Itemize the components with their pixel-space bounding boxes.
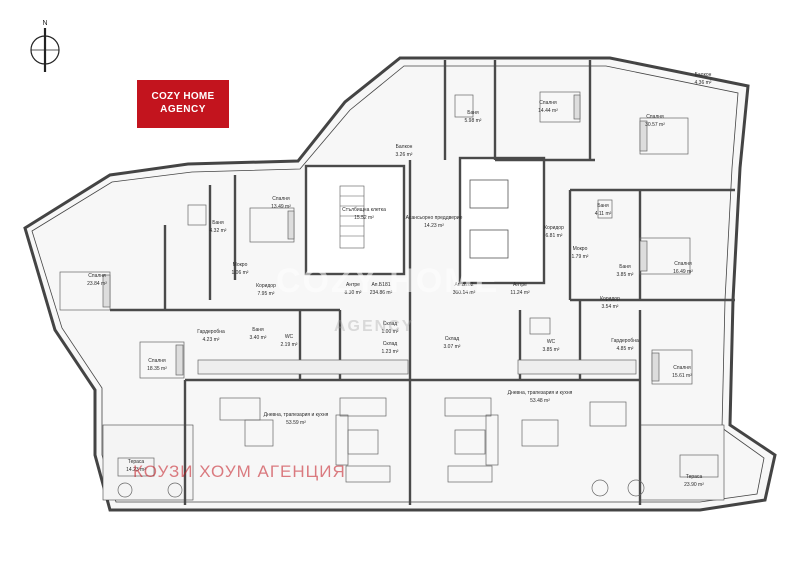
room-15-area: 23.84 m²: [87, 281, 107, 287]
room-24-area: 2.19 m²: [281, 342, 298, 348]
building-outline: [23, 56, 777, 512]
room-25-name: Склад: [383, 321, 398, 327]
logo-line-2: AGENCY: [160, 104, 206, 115]
room-28-area: 3.85 m²: [543, 347, 560, 353]
room-11-area: 1.06 m²: [232, 270, 249, 276]
room-7-area: 14.23 m²: [424, 223, 444, 229]
room-0-area: 4.36 m²: [695, 80, 712, 86]
room-35-area: 23.90 m²: [684, 482, 704, 488]
room-29-name: Гардеробна: [611, 338, 639, 344]
room-31-name: Спалня: [673, 365, 691, 371]
room-12-name: Мокро: [573, 246, 588, 252]
compass-north-label: N: [42, 20, 47, 27]
watermark-cyrillic: КОУЗИ ХОУМ АГЕНЦИЯ: [133, 462, 346, 481]
room-20-area: 11.24 m²: [510, 290, 530, 296]
elevators: [469, 179, 509, 259]
room-18-name: Ап.Б181: [371, 282, 390, 288]
room-33-area: 53.48 m²: [530, 398, 550, 404]
room-19-name: Ап.Б182: [454, 282, 473, 288]
room-11-name: Мокро: [233, 262, 248, 268]
room-30-area: 18.35 m²: [147, 366, 167, 372]
room-27-area: 3.07 m²: [444, 344, 461, 350]
room-26-area: 1.23 m²: [382, 349, 399, 355]
room-9-name: Баня: [597, 203, 609, 209]
room-1-name: Спалня: [539, 100, 557, 106]
room-2-name: Баня: [467, 110, 479, 116]
watermark-latin: COZY HOME: [276, 262, 500, 300]
room-2-area: 5.98 m²: [465, 118, 482, 124]
room-14-name: Спалня: [674, 261, 692, 267]
room-7-name: Асансьорно преддверие: [406, 215, 463, 221]
room-13-area: 3.85 m²: [617, 272, 634, 278]
room-29-area: 4.85 m²: [617, 346, 634, 352]
room-3-area: 30.57 m²: [645, 122, 665, 128]
room-22-name: Гардеробна: [197, 329, 225, 335]
room-26-name: Склад: [383, 341, 398, 347]
furniture: [59, 91, 719, 498]
room-23-name: Баня: [252, 327, 264, 333]
stairwell: [339, 185, 365, 249]
room-24-name: WC: [285, 334, 294, 340]
room-1-area: 14.44 m²: [538, 108, 558, 114]
room-19-area: 300.14 m²: [453, 290, 476, 296]
room-9-area: 4.11 m²: [595, 211, 612, 217]
room-32-name: Дневна, трапезария и кухня: [264, 412, 329, 418]
room-3-name: Спалня: [646, 114, 664, 120]
room-10-area: 6.81 m²: [546, 233, 563, 239]
room-35-name: Тераса: [686, 474, 703, 480]
watermark-latin-2: AGENCY: [334, 318, 415, 335]
room-22-area: 4.23 m²: [203, 337, 220, 343]
room-labels: Балкон 4.36 m² Спалня 14.44 m² Баня 5.98…: [87, 72, 712, 488]
interior-walls: [110, 60, 735, 505]
room-14-area: 16.49 m²: [673, 269, 693, 275]
room-25-area: 1.00 m²: [382, 329, 399, 335]
room-5-area: 13.49 m²: [271, 204, 291, 210]
room-8-name: Баня: [212, 220, 224, 226]
room-17-area: 8.30 m²: [345, 290, 362, 296]
room-6-name: Стълбищна клетка: [342, 207, 386, 213]
room-5-name: Спалня: [272, 196, 290, 202]
room-10-name: Коридор: [544, 225, 564, 231]
room-30-name: Спалня: [148, 358, 166, 364]
room-23-area: 3.40 m²: [250, 335, 267, 341]
room-0-name: Балкон: [695, 72, 712, 78]
room-4-name: Балкон: [396, 144, 413, 150]
compass-icon: N: [30, 20, 60, 72]
room-6-area: 15.52 m²: [354, 215, 374, 221]
room-13-name: Баня: [619, 264, 631, 270]
room-31-area: 15.61 m²: [672, 373, 692, 379]
room-27-name: Склад: [445, 336, 460, 342]
room-17-name: Антре: [346, 282, 360, 288]
room-12-area: 1.79 m²: [572, 254, 589, 260]
room-32-area: 53.59 m²: [286, 420, 306, 426]
room-16-name: Коридор: [256, 283, 276, 289]
room-4-area: 3.26 m²: [396, 152, 413, 158]
room-20-name: Антре: [513, 282, 527, 288]
room-34-area: 14.23 m²: [126, 467, 146, 473]
room-28-name: WC: [547, 339, 556, 345]
room-8-area: 4.32 m²: [210, 228, 227, 234]
room-21-area: 3.54 m²: [602, 304, 619, 310]
room-16-area: 7.95 m²: [258, 291, 275, 297]
room-34-name: Тераса: [128, 459, 145, 465]
room-21-name: Коридор: [600, 296, 620, 302]
room-18-area: 234.86 m²: [370, 290, 393, 296]
room-15-name: Спалня: [88, 273, 106, 279]
room-33-name: Дневна, трапезария и кухня: [508, 390, 573, 396]
logo-line-1: COZY HOME: [151, 91, 215, 102]
agency-logo: COZY HOME AGENCY: [137, 80, 229, 128]
